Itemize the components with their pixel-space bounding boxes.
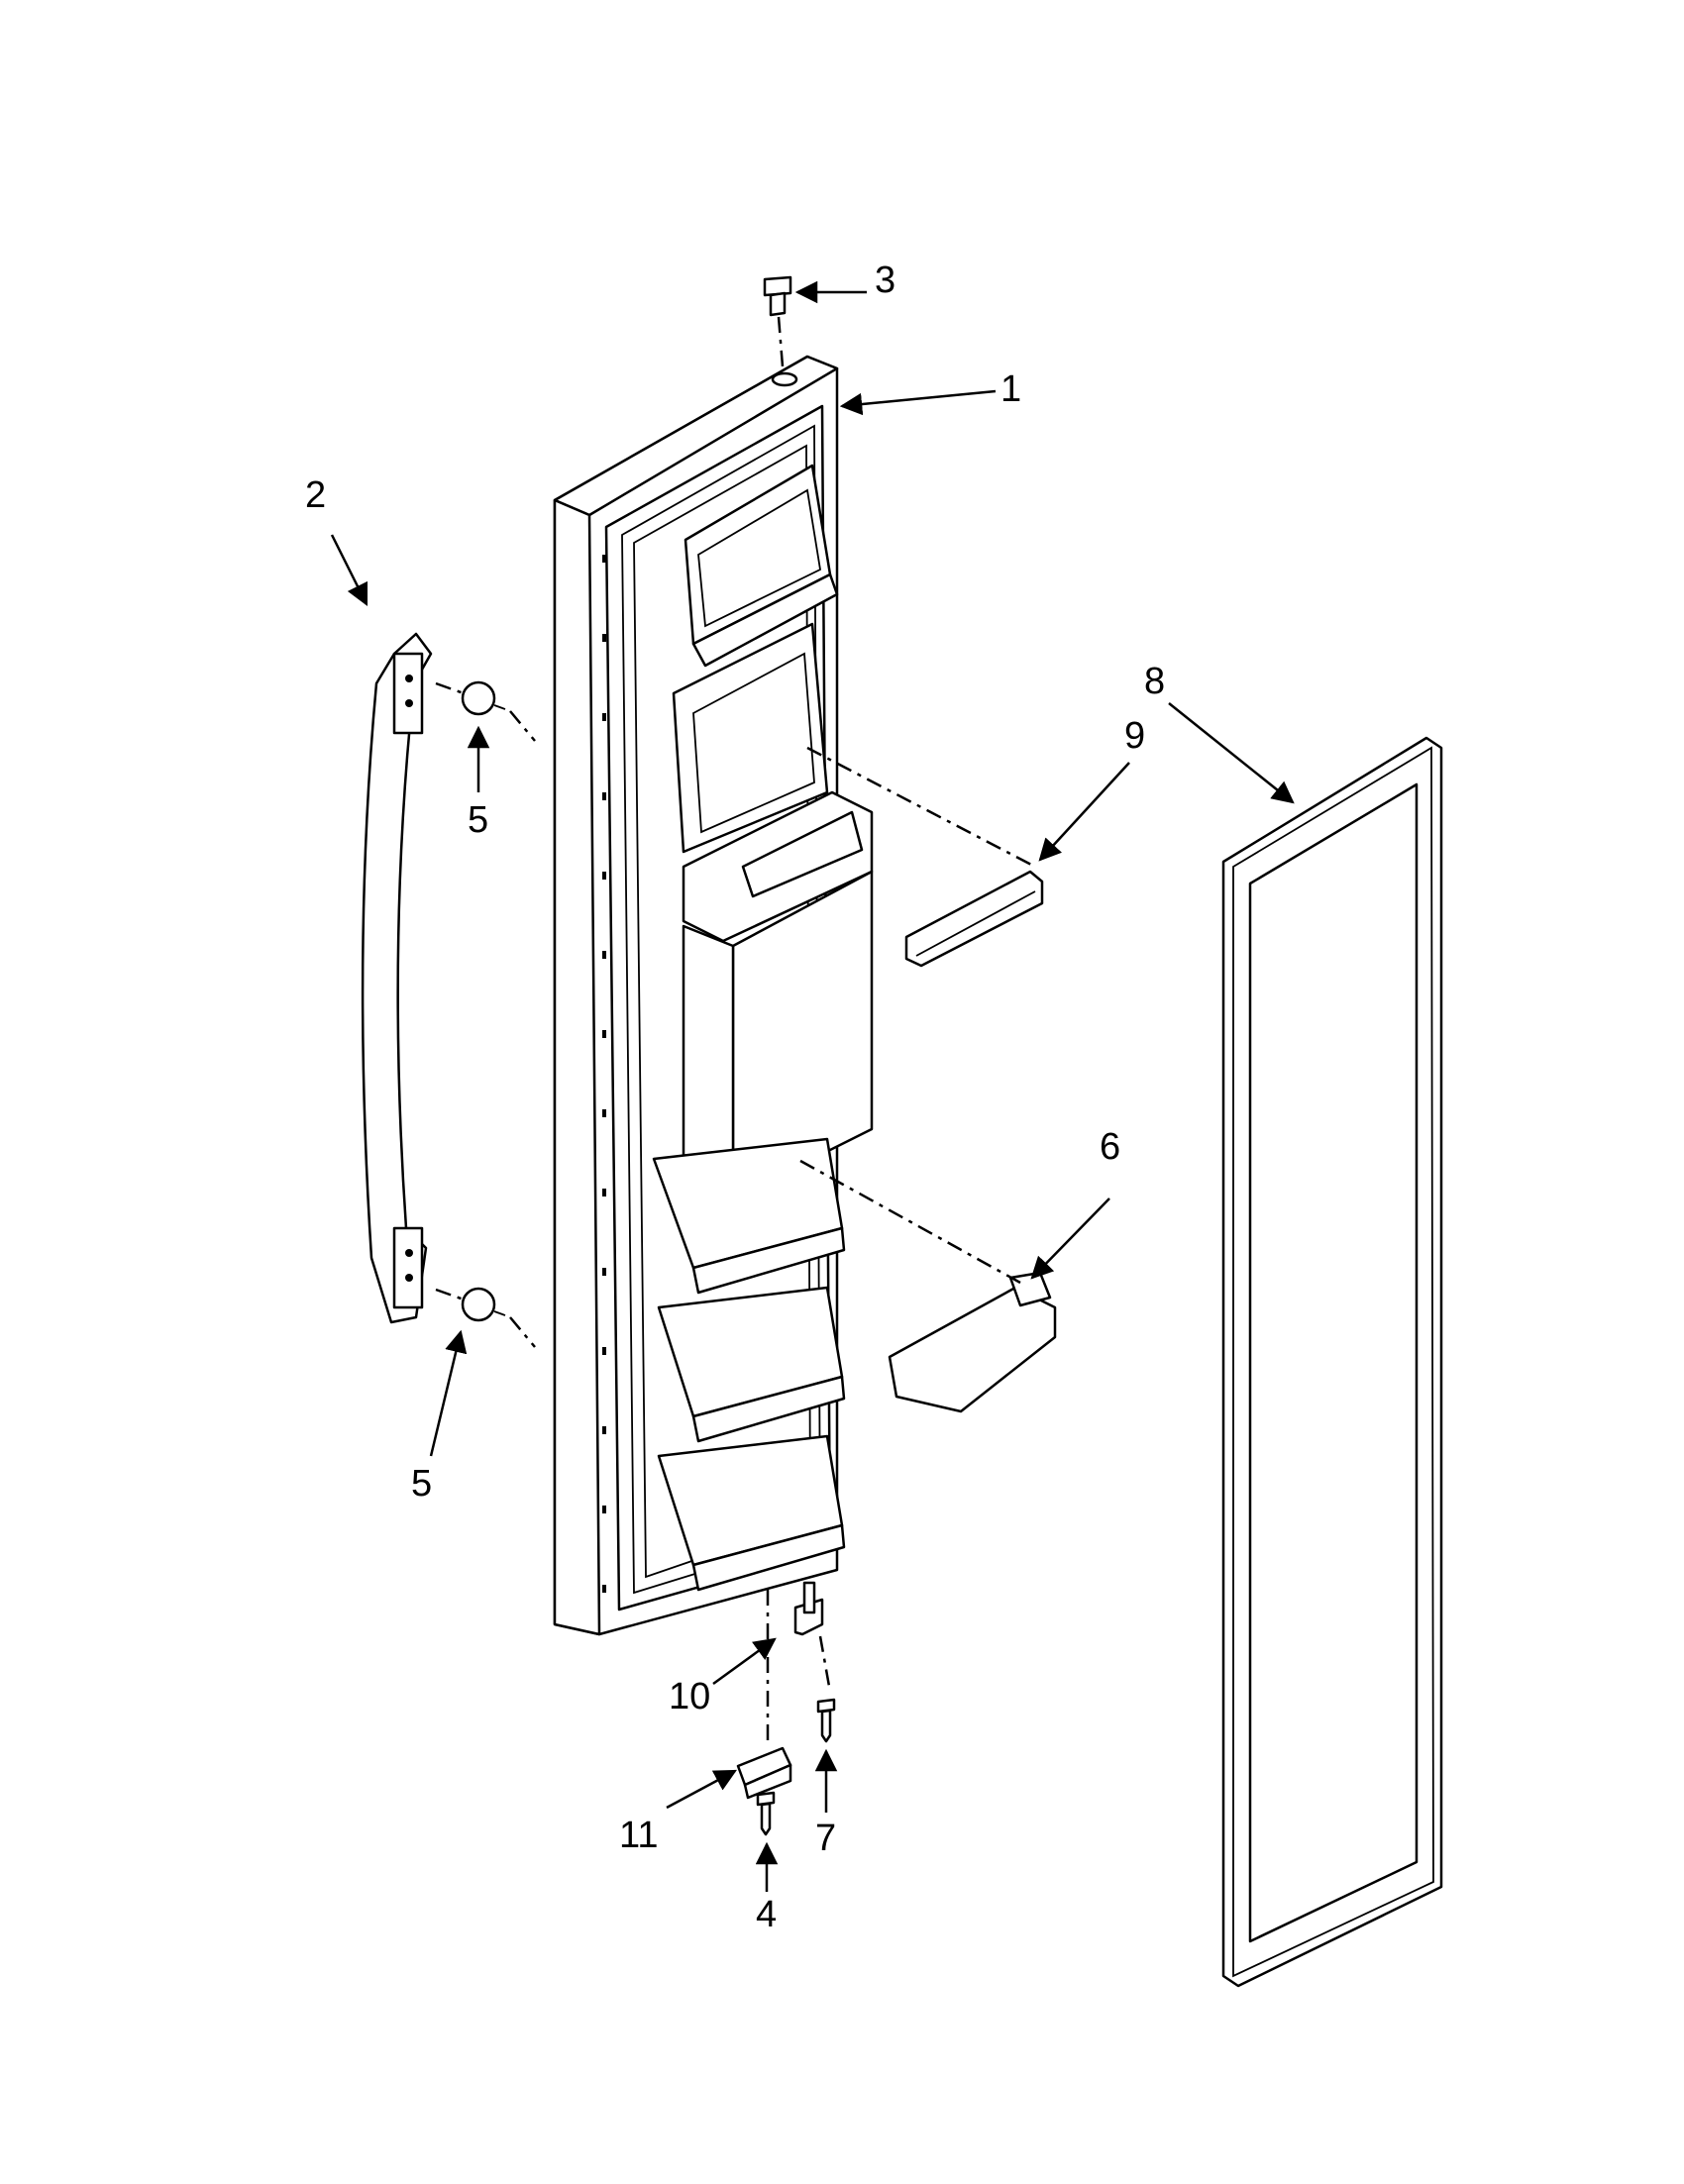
leader-lines [330,280,1295,1892]
callout-5-upper: 5 [468,799,488,841]
callout-9: 9 [1124,715,1145,757]
shelf-trim-strip [806,746,1044,968]
callout-3: 3 [875,260,895,301]
door-gasket [1221,736,1443,1988]
callout-6: 6 [1100,1126,1120,1168]
hinge-bushing [763,275,792,367]
gasket-beads [602,555,606,1593]
callouts: 1 2 3 4 5 5 6 7 8 9 10 11 [305,260,1165,1935]
door-bin [799,1159,1057,1413]
mounting-stud-lower [435,1287,536,1348]
hinge-bracket [766,1581,832,1743]
callout-1: 1 [1000,368,1021,410]
callout-10: 10 [669,1676,710,1717]
screw-7 [816,1698,836,1743]
door-handle [361,632,433,1324]
callout-5-lower: 5 [411,1463,432,1505]
callout-2: 2 [305,474,326,516]
callout-7: 7 [815,1818,836,1859]
screw-4 [756,1791,776,1836]
callout-8: 8 [1144,661,1165,702]
callout-4: 4 [756,1894,777,1935]
freezer-door [553,355,874,1636]
mounting-stud-upper [435,680,536,742]
callout-11: 11 [619,1815,658,1856]
hinge-block [736,1746,792,1800]
